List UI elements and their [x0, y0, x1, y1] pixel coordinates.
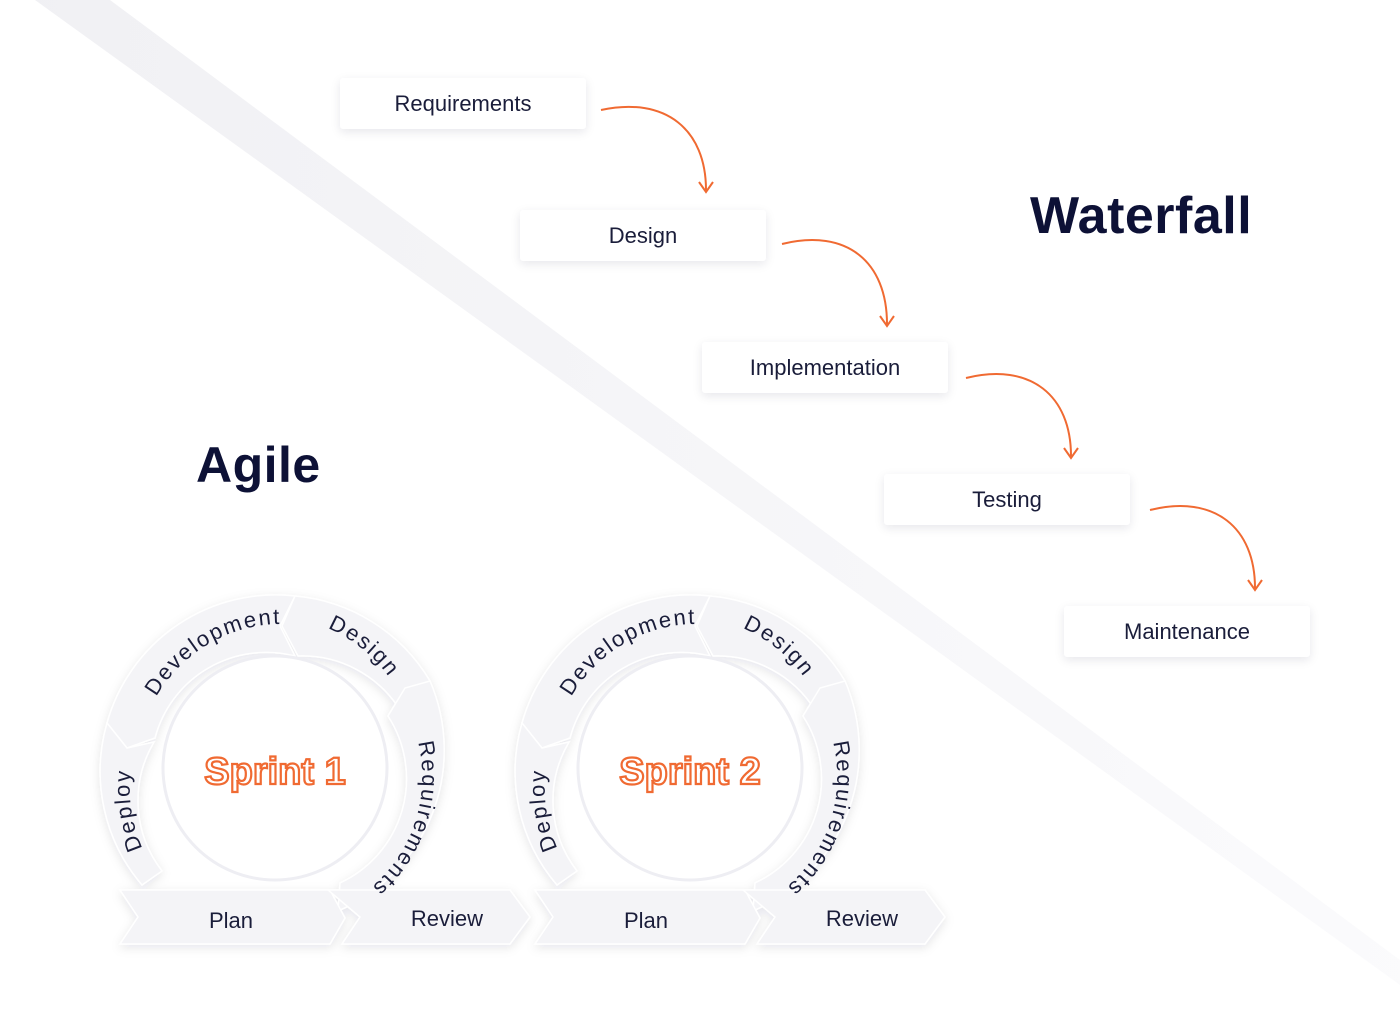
- sprint-2-inner-circle: [576, 654, 804, 882]
- sprint-2-cycle: Development Design Requirements Deploy P…: [505, 588, 965, 968]
- sprint-1-cycle: Development Design Requirements Deploy P…: [90, 588, 550, 968]
- waterfall-step-maintenance: Maintenance: [1064, 606, 1310, 657]
- plan-label: Plan: [624, 908, 668, 933]
- sprint-2-name: Sprint 2: [619, 751, 760, 793]
- plan-label: Plan: [209, 908, 253, 933]
- review-label: Review: [826, 906, 898, 931]
- sprint-1-inner-circle: [161, 654, 389, 882]
- diagonal-divider: [35, 0, 1400, 985]
- waterfall-step-design: Design: [520, 210, 766, 261]
- review-arrow-shape: [740, 889, 946, 945]
- segment-deploy-shape: [99, 721, 164, 887]
- agile-title: Agile: [196, 437, 321, 493]
- review-label: Review: [411, 906, 483, 931]
- waterfall-step-implementation: Implementation: [702, 342, 948, 393]
- review-arrow-shape: [325, 889, 531, 945]
- waterfall-step-requirements: Requirements: [340, 78, 586, 129]
- cycle-segments: [99, 594, 531, 945]
- sprint-1-name: Sprint 1: [204, 751, 345, 793]
- cycle-segments: [514, 594, 946, 945]
- waterfall-title: Waterfall: [1030, 187, 1253, 245]
- segment-deploy-shape: [514, 721, 579, 887]
- waterfall-step-testing: Testing: [884, 474, 1130, 525]
